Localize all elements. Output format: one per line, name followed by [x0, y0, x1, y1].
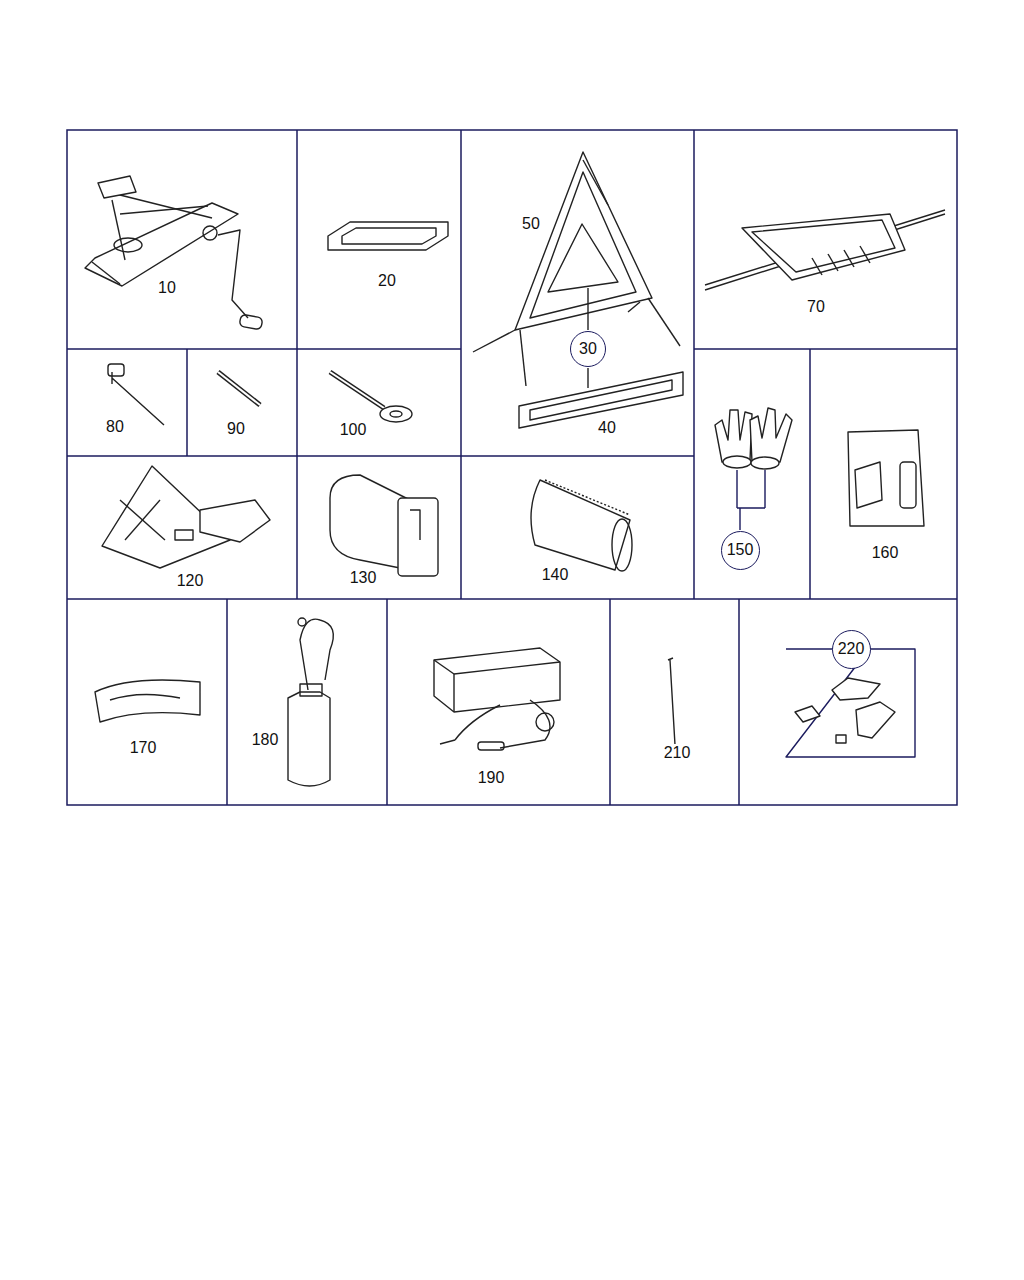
callout-number: 160	[870, 544, 901, 562]
callout-circle: 220	[832, 630, 871, 669]
callout-number: 90	[225, 420, 247, 438]
callout-number: 120	[175, 572, 206, 590]
callout-circle: 150	[721, 531, 760, 570]
callout-number: 190	[476, 769, 507, 787]
callout-number: 140	[540, 566, 571, 584]
callout-number: 100	[338, 421, 369, 439]
callout-number: 10	[156, 279, 178, 297]
callout-number: 30	[579, 341, 597, 357]
callout-number: 20	[376, 272, 398, 290]
callout-number: 80	[104, 418, 126, 436]
callout-number: 40	[596, 419, 618, 437]
callout-number: 70	[805, 298, 827, 316]
callout-number: 220	[838, 641, 865, 657]
callout-number: 210	[662, 744, 693, 762]
callout-number: 130	[348, 569, 379, 587]
callout-circle: 30	[570, 331, 606, 367]
callout-number: 150	[727, 542, 754, 558]
callout-number: 180	[250, 731, 281, 749]
callout-number: 170	[128, 739, 159, 757]
callout-number: 50	[520, 215, 542, 233]
